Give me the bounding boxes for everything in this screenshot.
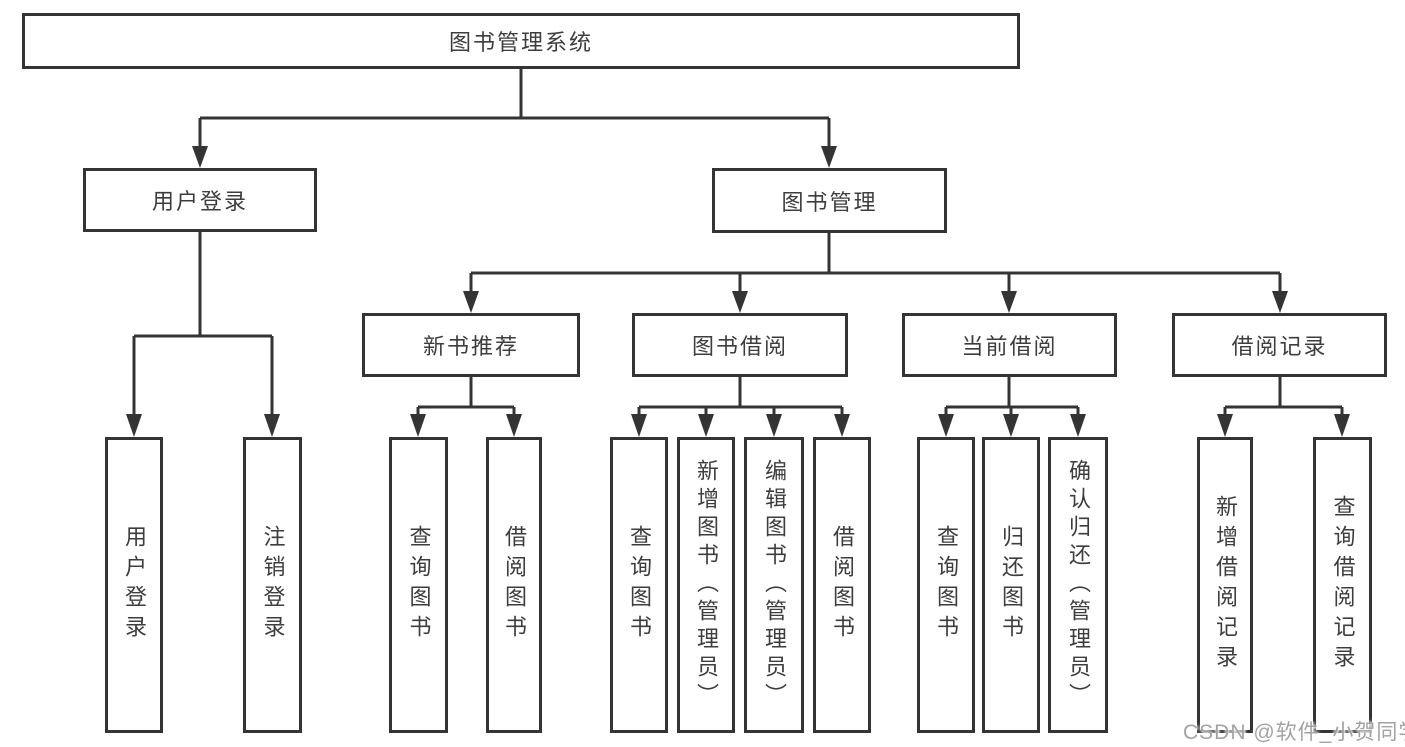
leaf-label: 归还图书 — [999, 525, 1024, 645]
leaf-edit-books-admin: 编辑图书（管理员） — [744, 437, 804, 733]
leaf-label: 编辑图书（管理员） — [762, 459, 787, 711]
leaf-label: 新增图书（管理员） — [694, 459, 719, 711]
leaf-add-books-admin: 新增图书（管理员） — [677, 437, 735, 733]
node-label: 新书推荐 — [422, 334, 519, 359]
node-label: 图书管理 — [781, 189, 878, 215]
arrowhead-icons — [126, 146, 1350, 437]
leaf-label: 借阅图书 — [830, 525, 855, 645]
leaf-confirm-return-admin: 确认归还（管理员） — [1048, 437, 1108, 733]
leaf-label: 借阅图书 — [502, 525, 527, 645]
leaf-query-books-current: 查询图书 — [917, 437, 975, 733]
leaf-label: 查询图书 — [406, 525, 432, 645]
leaf-query-books-recommend: 查询图书 — [389, 437, 448, 733]
leaf-query-books-borrow: 查询图书 — [610, 437, 668, 733]
leaf-add-borrow-record: 新增借阅记录 — [1197, 437, 1253, 733]
node-user-login: 用户登录 — [83, 168, 317, 232]
node-label: 当前借阅 — [961, 334, 1058, 359]
leaf-logout: 注销登录 — [243, 437, 302, 733]
node-new-book-recommend: 新书推荐 — [362, 313, 580, 377]
leaf-label: 用户登录 — [122, 525, 147, 645]
leaf-user-login: 用户登录 — [105, 437, 163, 733]
leaf-return-books: 归还图书 — [982, 437, 1040, 733]
node-label: 用户登录 — [151, 189, 248, 214]
leaf-label: 注销登录 — [260, 525, 286, 645]
leaf-borrow-books: 借阅图书 — [813, 437, 871, 733]
leaf-query-borrow-record: 查询借阅记录 — [1313, 437, 1372, 733]
node-book-borrow: 图书借阅 — [632, 313, 848, 377]
node-book-management: 图书管理 — [712, 168, 947, 233]
node-root-library-system: 图书管理系统 — [22, 13, 1020, 69]
csdn-watermark: CSDN @软件_小贺同学 — [1183, 721, 1405, 744]
node-label: 借阅记录 — [1231, 334, 1328, 359]
node-borrow-records: 借阅记录 — [1172, 313, 1387, 377]
leaf-borrow-books-recommend: 借阅图书 — [486, 437, 542, 733]
node-label: 图书管理系统 — [448, 30, 593, 55]
leaf-label: 查询借阅记录 — [1330, 495, 1356, 675]
node-current-borrow: 当前借阅 — [902, 313, 1117, 377]
node-label: 图书借阅 — [691, 334, 788, 359]
leaf-label: 新增借阅记录 — [1213, 495, 1238, 675]
leaf-label: 查询图书 — [934, 525, 959, 645]
leaf-label: 确认归还（管理员） — [1066, 459, 1091, 711]
leaf-label: 查询图书 — [627, 525, 652, 645]
